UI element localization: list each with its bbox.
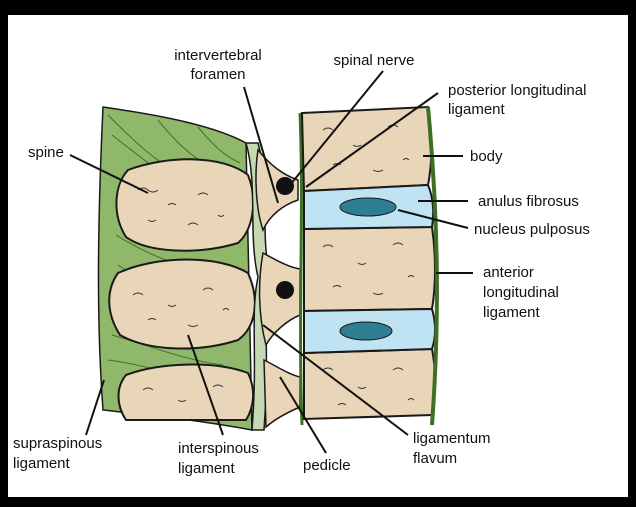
label-supraspinous-ligament-2: ligament — [13, 455, 71, 472]
label-anterior-longitudinal-ligament-1: anterior — [483, 264, 534, 281]
label-ligamentum-flavum-2: flavum — [413, 450, 457, 467]
vertebral-body-1 — [302, 107, 431, 191]
label-anterior-longitudinal-ligament-2: longitudinal — [483, 284, 559, 301]
pedicle-lower — [260, 253, 300, 345]
vertebral-body-3 — [304, 349, 435, 419]
posterior-longitudinal-ligament-line — [300, 113, 302, 425]
label-interspinous-ligament-2: ligament — [178, 460, 236, 477]
label-anulus-fibrosus: anulus fibrosus — [478, 193, 579, 210]
label-spine: spine — [28, 144, 64, 161]
spinal-nerve-dot-lower — [276, 281, 294, 299]
label-interspinous-ligament-1: interspinous — [178, 440, 259, 457]
label-posterior-longitudinal-ligament-2: ligament — [448, 101, 506, 118]
disc-nucleus-lower — [340, 322, 392, 340]
label-posterior-longitudinal-ligament-1: posterior longitudinal — [448, 82, 586, 99]
label-supraspinous-ligament-1: supraspinous — [13, 435, 102, 452]
label-intervertebral-foramen-1: intervertebral — [174, 47, 262, 64]
disc-nucleus-upper — [340, 198, 396, 216]
spinous-process-3 — [119, 365, 254, 420]
vertebral-body-2 — [304, 227, 435, 311]
label-anterior-longitudinal-ligament-3: ligament — [483, 304, 541, 321]
label-pedicle: pedicle — [303, 457, 351, 474]
spinous-process-1 — [116, 159, 253, 250]
label-ligamentum-flavum-1: ligamentum — [413, 430, 491, 447]
label-body: body — [470, 148, 503, 165]
label-spinal-nerve: spinal nerve — [334, 52, 415, 69]
diagram-canvas: intervertebral foramen spinal nerve post… — [8, 15, 628, 497]
spinal-nerve-dot-upper — [276, 177, 294, 195]
label-nucleus-pulposus: nucleus pulposus — [474, 221, 590, 238]
label-intervertebral-foramen-2: foramen — [190, 66, 245, 83]
spinous-process-2 — [109, 260, 255, 349]
pedicle-bottom — [264, 360, 300, 427]
spine-diagram: intervertebral foramen spinal nerve post… — [8, 15, 628, 497]
